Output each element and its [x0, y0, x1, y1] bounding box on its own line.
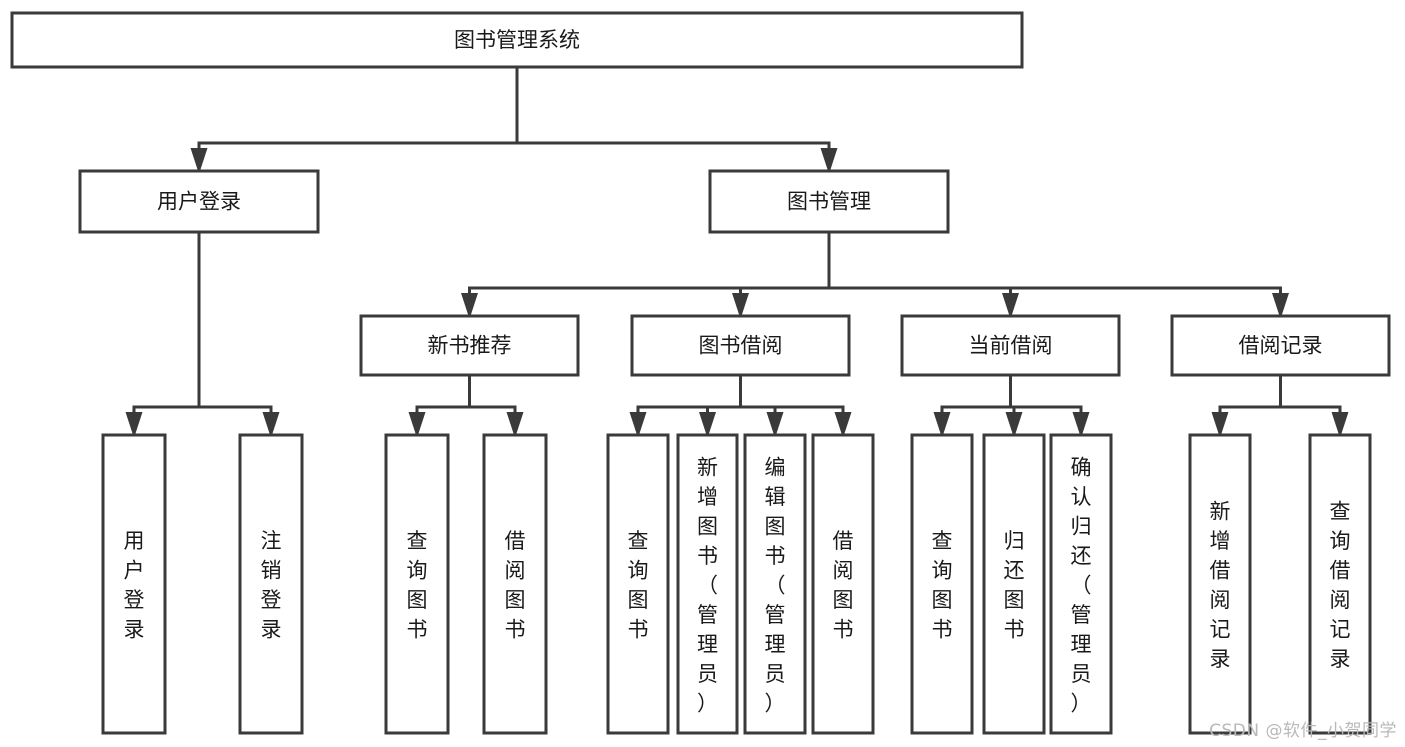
node-label: 查询图书 [628, 529, 649, 642]
edge-group [125, 230, 280, 438]
node-label: 确认归还（管理员） [1071, 455, 1092, 715]
node-label: 图书管理 [787, 190, 871, 214]
node-leaf-query-book-c[interactable]: 查询图书 [910, 433, 974, 735]
node-label: 图书借阅 [699, 334, 783, 358]
node-box[interactable] [676, 433, 739, 735]
arrow-head-icon [506, 412, 524, 438]
edge-group [1211, 373, 1349, 438]
node-leaf-add-record[interactable]: 新增借阅记录 [1188, 433, 1252, 735]
node-box[interactable] [1188, 433, 1252, 735]
node-label: 注销登录 [261, 529, 282, 642]
arrow-head-icon [834, 412, 852, 438]
node-leaf-query-book-rec[interactable]: 查询图书 [384, 433, 450, 735]
node-box[interactable] [101, 433, 167, 735]
node-box[interactable] [384, 433, 450, 735]
arrow-head-icon [408, 412, 426, 438]
node-leaf-borrow-book-b[interactable]: 借阅图书 [811, 433, 875, 735]
node-leaf-query-record[interactable]: 查询借阅记录 [1308, 433, 1372, 735]
edge-group [190, 65, 838, 174]
node-label: 借阅图书 [833, 529, 854, 642]
node-box[interactable] [1049, 433, 1113, 735]
node-leaf-edit-book[interactable]: 编辑图书（管理员） [743, 433, 807, 735]
arrow-head-icon [461, 293, 478, 319]
arrow-head-icon [1331, 412, 1349, 438]
nodes-layer: 图书管理系统用户登录图书管理新书推荐图书借阅当前借阅借阅记录用户登录注销登录查询… [10, 11, 1391, 735]
node-book-manage[interactable]: 图书管理 [708, 169, 950, 234]
node-leaf-query-book-b[interactable]: 查询图书 [606, 433, 670, 735]
node-label: 用户登录 [157, 190, 241, 214]
node-box[interactable] [606, 433, 670, 735]
node-label: 归还图书 [1004, 529, 1025, 642]
node-label: 新增借阅记录 [1210, 500, 1231, 672]
arrow-head-icon [262, 412, 280, 438]
edge-group [629, 373, 852, 438]
node-leaf-user-login[interactable]: 用户登录 [101, 433, 167, 735]
node-box[interactable] [982, 433, 1046, 735]
node-leaf-return-book[interactable]: 归还图书 [982, 433, 1046, 735]
node-label: 查询借阅记录 [1330, 500, 1351, 672]
node-box[interactable] [1308, 433, 1372, 735]
node-leaf-borrow-book-rec[interactable]: 借阅图书 [482, 433, 548, 735]
node-leaf-add-book[interactable]: 新增图书（管理员） [676, 433, 739, 735]
arrow-head-icon [1272, 293, 1289, 319]
arrow-head-icon [629, 412, 647, 438]
node-box[interactable] [482, 433, 548, 735]
node-label: 图书管理系统 [454, 28, 580, 52]
node-box[interactable] [910, 433, 974, 735]
watermark-label: CSDN @软件_小贺同学 [1209, 721, 1397, 741]
node-leaf-logout[interactable]: 注销登录 [238, 433, 304, 735]
arrow-head-icon [820, 148, 838, 174]
node-box[interactable] [811, 433, 875, 735]
arrow-head-icon [766, 412, 784, 438]
node-box[interactable] [630, 314, 851, 377]
node-book-borrow[interactable]: 图书借阅 [630, 314, 851, 377]
arrow-head-icon [1211, 412, 1229, 438]
node-box[interactable] [78, 169, 320, 234]
node-box[interactable] [900, 314, 1121, 377]
node-new-book-rec[interactable]: 新书推荐 [359, 314, 580, 377]
node-label: 借阅记录 [1239, 334, 1323, 358]
node-label: 查询图书 [407, 529, 428, 642]
node-label: 当前借阅 [969, 334, 1053, 358]
arrow-head-icon [125, 412, 143, 438]
edge-group [461, 230, 1289, 319]
node-box[interactable] [359, 314, 580, 377]
node-borrow-record[interactable]: 借阅记录 [1170, 314, 1391, 377]
arrow-head-icon [1002, 293, 1019, 319]
node-label: 新书推荐 [428, 334, 512, 358]
edges-layer [125, 65, 1349, 438]
arrow-head-icon [1005, 412, 1023, 438]
node-root[interactable]: 图书管理系统 [10, 11, 1024, 69]
node-label: 新增图书（管理员） [697, 455, 718, 715]
node-box[interactable] [743, 433, 807, 735]
node-box[interactable] [10, 11, 1024, 69]
node-label: 用户登录 [124, 529, 145, 642]
node-box[interactable] [708, 169, 950, 234]
node-label: 借阅图书 [505, 529, 526, 642]
node-box[interactable] [1170, 314, 1391, 377]
arrow-head-icon [190, 148, 208, 174]
node-current-borrow[interactable]: 当前借阅 [900, 314, 1121, 377]
edge-group [933, 373, 1090, 438]
edge-group [408, 373, 524, 438]
arrow-head-icon [933, 412, 951, 438]
arrow-head-icon [699, 412, 716, 438]
node-label: 编辑图书（管理员） [765, 455, 786, 715]
node-box[interactable] [238, 433, 304, 735]
arrow-head-icon [732, 293, 749, 319]
node-user-login[interactable]: 用户登录 [78, 169, 320, 234]
arrow-head-icon [1072, 412, 1090, 438]
node-label: 查询图书 [932, 529, 953, 642]
node-leaf-confirm-return[interactable]: 确认归还（管理员） [1049, 433, 1113, 735]
